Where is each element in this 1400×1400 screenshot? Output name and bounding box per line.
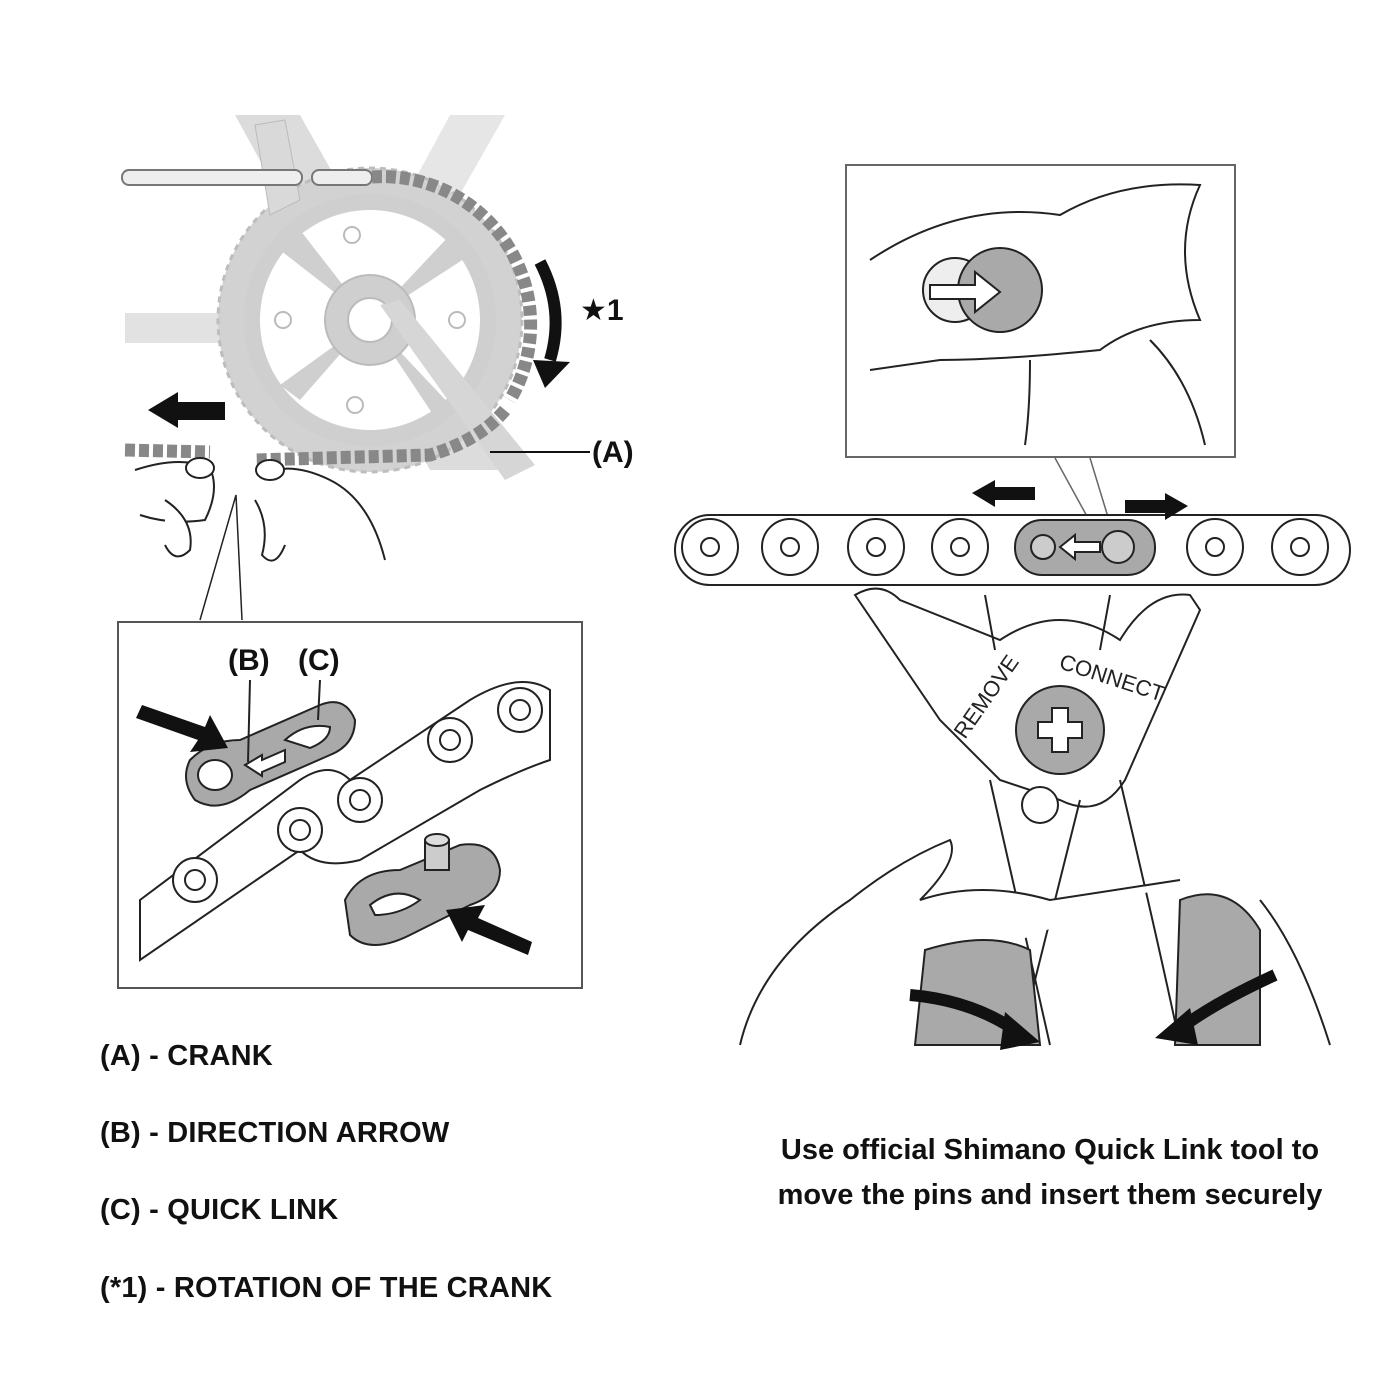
tool-caption: Use official Shimano Quick Link tool to … (730, 1128, 1370, 1218)
quick-link-inset: (B) (C) (117, 621, 583, 989)
insert-arrow-bottom-icon (446, 905, 532, 955)
chain-horizontal (674, 514, 1351, 586)
direction-arrow-marker: (B) (228, 644, 270, 677)
caption-line-1: Use official Shimano Quick Link tool to (780, 1134, 1320, 1166)
rotation-marker: ★1 (580, 294, 624, 327)
legend-item-rotation: (*1) - ROTATION OF THE CRANK (100, 1272, 553, 1304)
legend-item-crank: (A) - CRANK (100, 1040, 273, 1072)
quick-link-marker: (C) (298, 644, 340, 677)
quick-link-plate-top (185, 701, 357, 807)
chain-top (121, 169, 538, 467)
left-arrow-icon (148, 392, 225, 428)
pull-left-arrow-icon (972, 480, 1035, 507)
crank-illustration: ★1 (A) (121, 115, 634, 621)
hands (134, 457, 386, 562)
crank-arm (380, 300, 535, 480)
crank-marker: (A) (592, 436, 634, 469)
insert-arrow-top-icon (136, 705, 228, 752)
squeeze-right-arrow-icon (1181, 969, 1278, 1030)
rotation-arrow-icon (534, 259, 562, 362)
pull-right-arrow-icon (1125, 493, 1188, 520)
caption-line-2: move the pins and insert them securely (777, 1179, 1323, 1211)
legend-item-direction-arrow: (B) - DIRECTION ARROW (100, 1117, 450, 1149)
legend-item-quick-link: (C) - QUICK LINK (100, 1194, 339, 1226)
quick-link-plate-bottom (343, 833, 502, 946)
tool-illustration: REMOVE CONNECT (674, 164, 1351, 1050)
